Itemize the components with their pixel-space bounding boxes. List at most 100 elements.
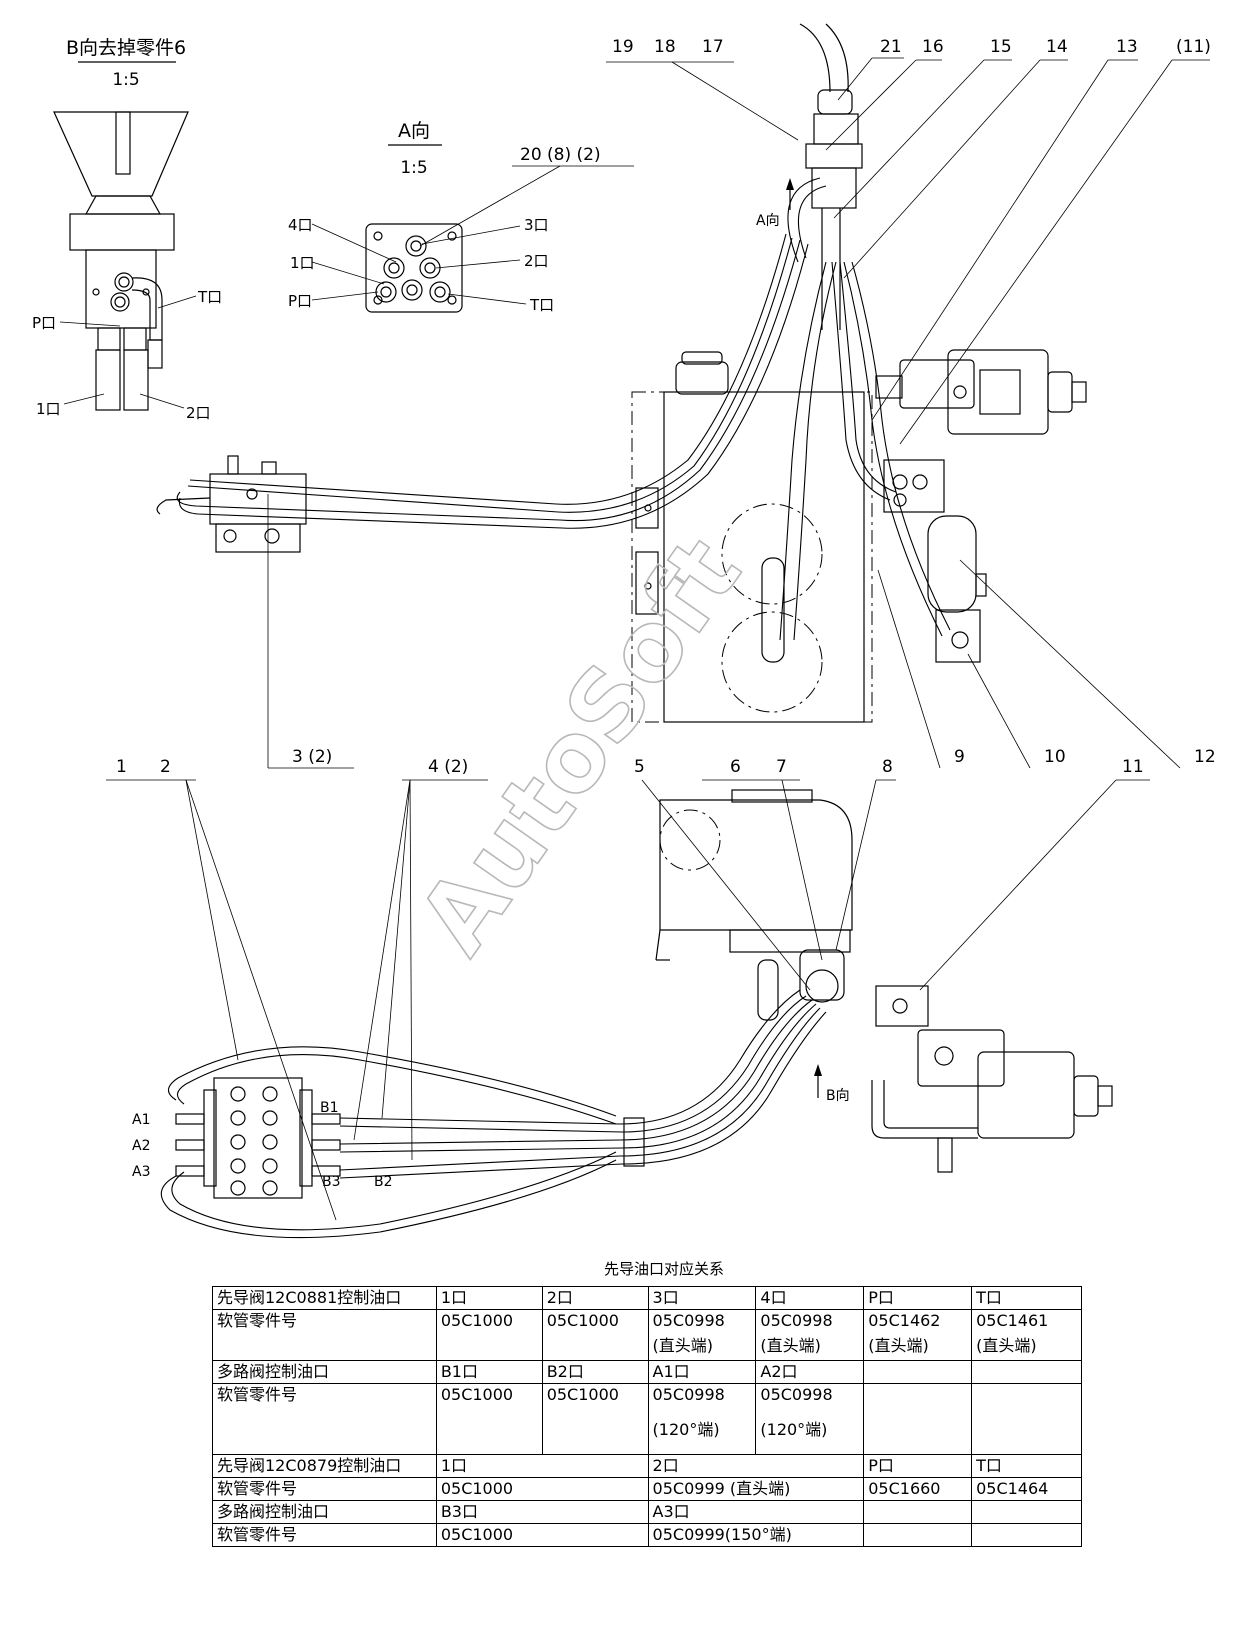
view-b: B向去掉零件6 1:5 P口 T口 1口 2口 — [32, 37, 222, 422]
table-row: 先导阀12C0879控制油口 1口 2口 P口 T口 — [212, 1454, 1082, 1478]
view-a-label-p: P口 — [288, 292, 312, 310]
table-cell: T口 — [971, 1286, 1082, 1310]
top-callouts: 19 18 17 21 16 15 14 13 (11) — [606, 37, 1211, 445]
valve-port-a3: A3 — [132, 1164, 150, 1180]
callout-9: 9 — [954, 747, 965, 767]
table-cell: 05C1660 — [863, 1477, 973, 1501]
table-cell: A2口 — [755, 1360, 865, 1384]
handle-boot-shape — [53, 111, 189, 197]
table-cell: 2口 — [647, 1454, 865, 1478]
upper-pump-body — [947, 349, 1049, 435]
table-cell — [863, 1360, 973, 1384]
table-row: 多路阀控制油口 B1口 B2口 A1口 A2口 — [212, 1360, 1082, 1384]
callout-6: 6 — [730, 757, 741, 777]
upper-tank — [663, 391, 865, 723]
table-cell: (直头端) — [971, 1335, 1082, 1361]
table-cell: B1口 — [435, 1360, 543, 1384]
joystick-handle — [799, 23, 831, 93]
table-cell: 2口 — [541, 1286, 649, 1310]
view-a-callout: 20 (8) (2) — [520, 145, 601, 165]
table-cell: 05C1464 — [971, 1477, 1082, 1501]
filler-cap — [675, 361, 729, 395]
callout-3: 3 (2) — [292, 747, 332, 767]
tank-bracket-lower — [635, 551, 659, 615]
pilot-port-plate — [365, 223, 463, 313]
loop-hose — [787, 177, 821, 263]
table-cell: 05C1000 — [541, 1383, 649, 1455]
table-cell: 多路阀控制油口 — [212, 1500, 437, 1524]
multiway-valve-ports — [230, 1086, 278, 1196]
table-cell: 多路阀控制油口 — [212, 1360, 437, 1384]
view-b-label-1: 1口 — [36, 400, 61, 418]
table-cell: 05C0999 (直头端) — [647, 1477, 865, 1501]
table-cell: 05C1462 — [863, 1309, 973, 1335]
table-cell: 05C1000 — [435, 1477, 649, 1501]
view-a-label-2: 2口 — [524, 252, 549, 270]
table-row: 多路阀控制油口 B3口 A3口 — [212, 1500, 1082, 1524]
callout-4: 4 (2) — [428, 757, 468, 777]
callout-16: 16 — [922, 37, 944, 57]
table-cell — [863, 1383, 973, 1455]
arrow-a-label: A向 — [756, 213, 780, 229]
tank-bracket-upper — [635, 487, 659, 529]
callout-19: 19 — [612, 37, 634, 57]
callout-1: 1 — [116, 757, 127, 777]
callout-18: 18 — [654, 37, 676, 57]
lower-pump-body — [977, 1051, 1075, 1139]
view-a-label-1: 1口 — [290, 254, 315, 272]
table-cell: (直头端) — [647, 1335, 757, 1361]
callout-15: 15 — [990, 37, 1012, 57]
lever-stem — [115, 111, 131, 175]
table-row: 先导阀12C0881控制油口 1口 2口 3口 4口 P口 T口 — [212, 1286, 1082, 1310]
table-row: (120°端) (120°端) — [213, 1419, 1082, 1455]
pilot-valve-body-b — [69, 213, 175, 251]
table-cell: 1口 — [435, 1286, 543, 1310]
table-cell: 4口 — [755, 1286, 865, 1310]
hose-lower-loop-top — [167, 1046, 617, 1117]
hose-lower-1 — [339, 989, 801, 1125]
table-cell: P口 — [863, 1454, 973, 1478]
table-cell: 软管零件号 — [212, 1309, 437, 1361]
view-b-label-2: 2口 — [186, 404, 211, 422]
table-cell: 软管零件号 — [212, 1477, 437, 1501]
lower-tank — [659, 799, 853, 931]
table-cell: 05C0999(150°端) — [647, 1523, 865, 1547]
table-cell — [971, 1360, 1082, 1384]
port-hex-group — [375, 235, 451, 303]
table-cell: B2口 — [541, 1360, 649, 1384]
hose-clamp — [623, 1117, 645, 1167]
callout-11: 11 — [1122, 757, 1144, 777]
view-b-scale: 1:5 — [112, 70, 139, 90]
callout-12: 12 — [1194, 747, 1216, 767]
suction-pipe — [871, 1080, 978, 1139]
pilot-port-table: 先导阀12C0881控制油口 1口 2口 3口 4口 P口 T口 软管零件号 0… — [212, 1286, 1082, 1547]
callout-14: 14 — [1046, 37, 1068, 57]
table-cell: 软管零件号 — [212, 1383, 437, 1455]
table-cell: (直头端) — [755, 1335, 865, 1361]
table-cell: 05C1000 — [541, 1309, 649, 1361]
table-cell: (120°端) — [755, 1419, 865, 1455]
valve-port-a2: A2 — [132, 1138, 150, 1154]
table-cell: 软管零件号 — [212, 1523, 437, 1547]
table-cell — [863, 1523, 973, 1547]
callout-5: 5 — [634, 757, 645, 777]
lower-callouts: 1 2 4 (2) 5 6 7 8 11 — [106, 757, 1150, 1221]
table-cell: 05C0998 — [755, 1383, 865, 1419]
table-row: (直头端) (直头端) (直头端) (直头端) — [213, 1335, 1082, 1361]
callout-21: 21 — [880, 37, 902, 57]
view-a-scale: 1:5 — [400, 158, 427, 178]
hose-upper-3 — [779, 261, 827, 641]
view-a-label-t: T口 — [529, 296, 554, 314]
callout-13: 13 — [1116, 37, 1138, 57]
table-row: 软管零件号 05C1000 05C0999(150°端) — [212, 1523, 1082, 1547]
inspection-cover-2 — [721, 611, 823, 713]
table-cell — [971, 1383, 1082, 1455]
table-cell: 先导阀12C0881控制油口 — [212, 1286, 437, 1310]
view-a-title: A向 — [398, 120, 430, 142]
view-b-label-p: P口 — [32, 314, 56, 332]
table-cell: 05C1000 — [435, 1523, 649, 1547]
table-cell — [971, 1500, 1082, 1524]
table-cell: A1口 — [647, 1360, 757, 1384]
table-cell: (120°端) — [647, 1419, 757, 1455]
multiway-valve — [213, 1077, 303, 1199]
